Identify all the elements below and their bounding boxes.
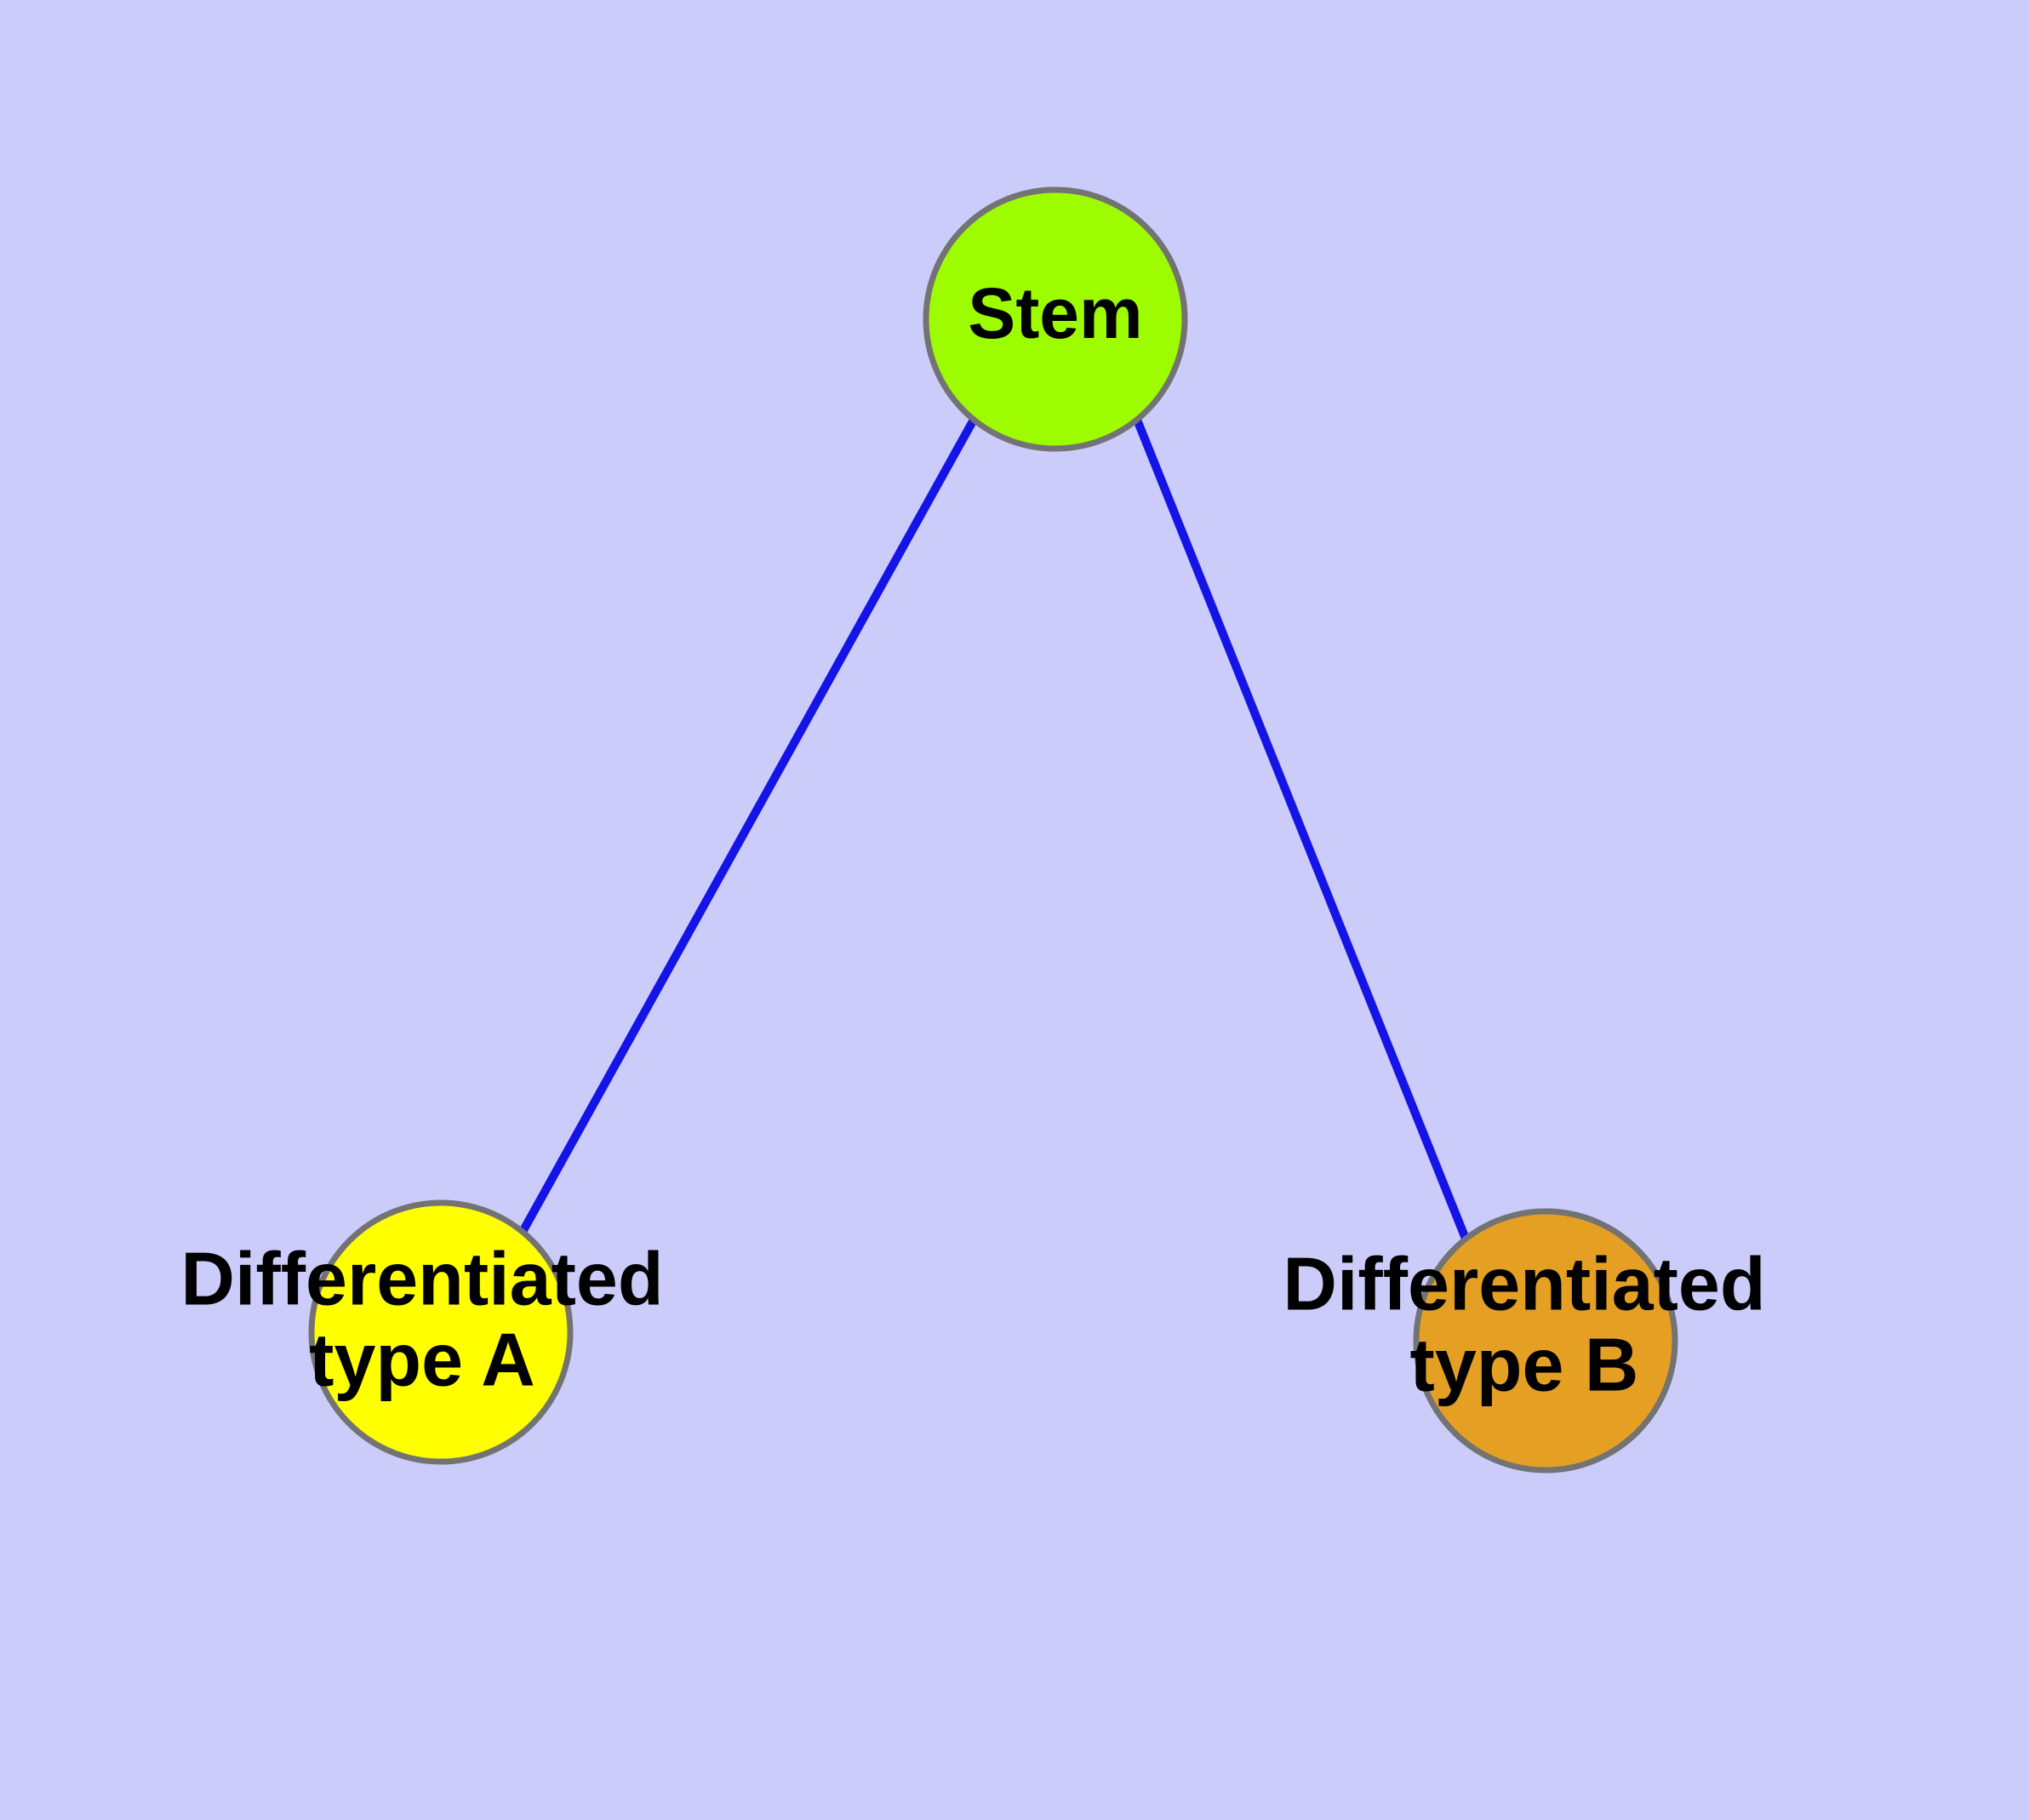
graph-node-differentiated-type-b[interactable] (1413, 1208, 1678, 1474)
edges-layer (518, 417, 1470, 1240)
graph-edge-stem-to-b (1133, 418, 1470, 1240)
graph-node-label-line: type A (309, 1318, 535, 1402)
graph-node-label-line: Differentiated (180, 1237, 663, 1321)
graph-node-label-line: Differentiated (1283, 1242, 1765, 1326)
graph-node-label-line: Stem (968, 273, 1142, 353)
graph-node-label-stem: Stem (968, 273, 1142, 353)
graph-node-label-line: type B (1410, 1323, 1639, 1407)
graph-node-stem[interactable] (923, 186, 1188, 452)
nodes-layer (308, 186, 1678, 1474)
graph-node-differentiated-type-a[interactable] (308, 1199, 574, 1465)
graph-edge-stem-to-a (518, 417, 978, 1234)
